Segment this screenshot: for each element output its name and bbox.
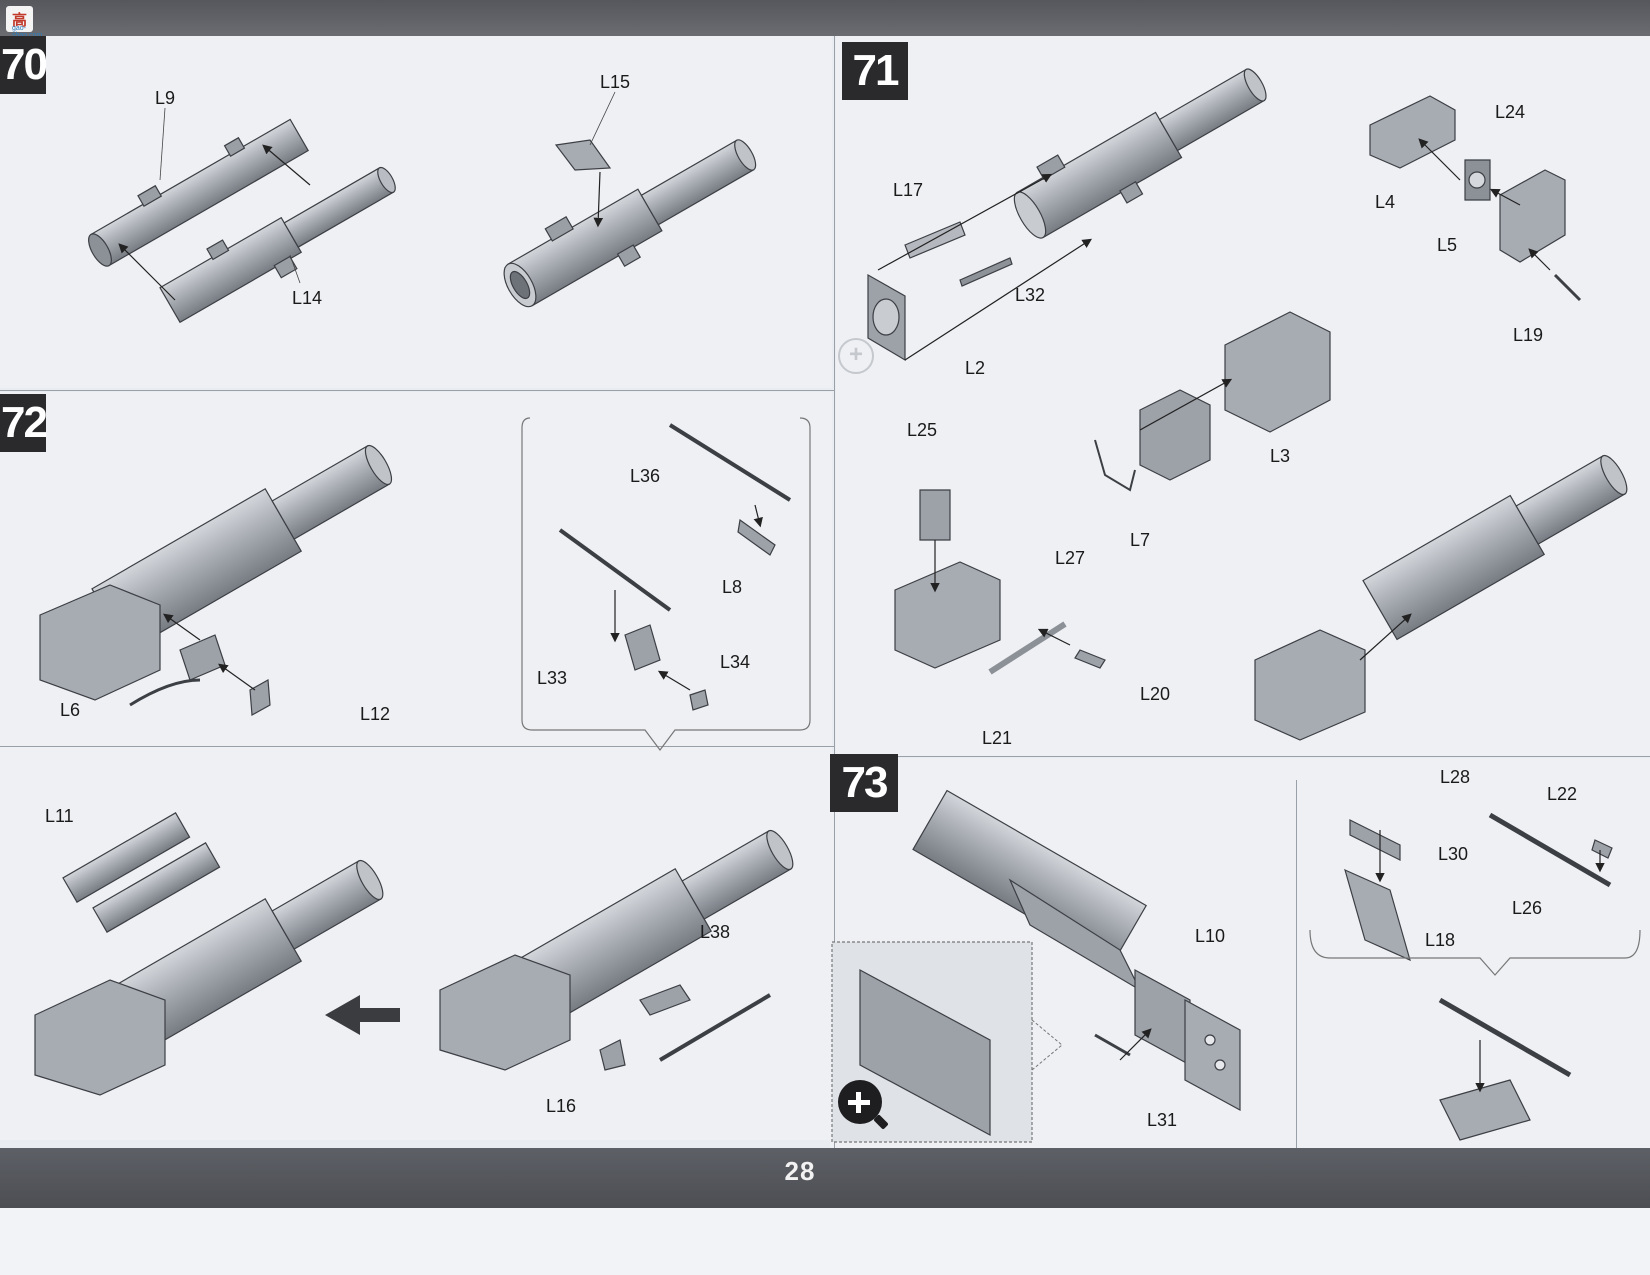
watermark-logo: 高 gao-shan.com (6, 6, 42, 39)
part-label-l8: L8 (722, 577, 743, 597)
part-label-l11: L11 (45, 806, 74, 826)
page-margin-bottom (0, 1208, 1650, 1275)
part-label-l12: L12 (360, 704, 391, 724)
watermark-url: gao-shan.com (12, 25, 42, 39)
part-label-l6: L6 (60, 700, 81, 720)
part-label-l17: L17 (893, 180, 924, 200)
part-label-l15: L15 (600, 72, 631, 92)
part-label-l36: L36 (630, 466, 661, 486)
part-label-l9: L9 (155, 88, 176, 108)
part-label-l25: L25 (907, 420, 938, 440)
bottom-band (0, 1148, 1650, 1208)
part-label-l31: L31 (1147, 1110, 1178, 1130)
step-71-parts (867, 68, 1628, 741)
assembly-diagram (34, 68, 1641, 1143)
part-label-l26: L26 (1512, 898, 1543, 918)
divider-70-72 (0, 390, 834, 391)
step-70-parts (88, 118, 757, 324)
step-70-arrows (118, 144, 604, 301)
divider-73-inner (1296, 780, 1297, 1150)
top-band (0, 0, 1650, 36)
watermark-logo-text: 高 (12, 11, 28, 29)
step-number-72: 72 (0, 394, 48, 452)
step-71-arrows (877, 138, 1551, 661)
part-label-l20: L20 (1140, 684, 1171, 704)
step-number-70: 70 (0, 36, 48, 94)
part-label-l2: L2 (965, 358, 986, 378)
part-label-l5: L5 (1437, 235, 1458, 255)
step-number-71: 71 (842, 42, 908, 100)
part-label-l22: L22 (1547, 784, 1578, 804)
divider-71-73 (834, 756, 1650, 757)
plus-marker-icon: + (838, 338, 874, 374)
divider-center (834, 36, 835, 1148)
step-72b-parts (34, 812, 794, 1096)
part-label-l38: L38 (700, 922, 731, 942)
part-label-l27: L27 (1055, 548, 1086, 568)
step-70-leaders (159, 91, 616, 284)
step-72-parts (39, 423, 792, 716)
part-label-l16: L16 (546, 1096, 577, 1116)
zoom-callout-connector (1031, 1019, 1063, 1071)
step-72-arrows (163, 504, 763, 691)
step-number-73: 73 (830, 754, 898, 812)
inset-callout-73 (1309, 929, 1641, 976)
part-label-l10: L10 (1195, 926, 1226, 946)
part-label-l32: L32 (1015, 285, 1046, 305)
page-number: 28 (784, 1156, 816, 1186)
part-label-l30: L30 (1438, 844, 1469, 864)
part-label-l14: L14 (292, 288, 323, 308)
part-label-l3: L3 (1270, 446, 1291, 466)
part-label-l24: L24 (1495, 102, 1526, 122)
part-label-l4: L4 (1375, 192, 1396, 212)
part-label-l18: L18 (1425, 930, 1456, 950)
divider-72-inner (0, 746, 834, 747)
part-label-l21: L21 (982, 728, 1013, 748)
inset-callout-72 (521, 417, 811, 751)
part-label-l28: L28 (1440, 767, 1471, 787)
step-73-parts (831, 789, 1613, 1143)
part-label-l34: L34 (720, 652, 751, 672)
zoom-icon (838, 1080, 889, 1130)
part-label-l33: L33 (537, 668, 568, 688)
part-label-l7: L7 (1130, 530, 1151, 550)
step-73-arrows (1119, 830, 1605, 1093)
part-label-l19: L19 (1513, 325, 1544, 345)
